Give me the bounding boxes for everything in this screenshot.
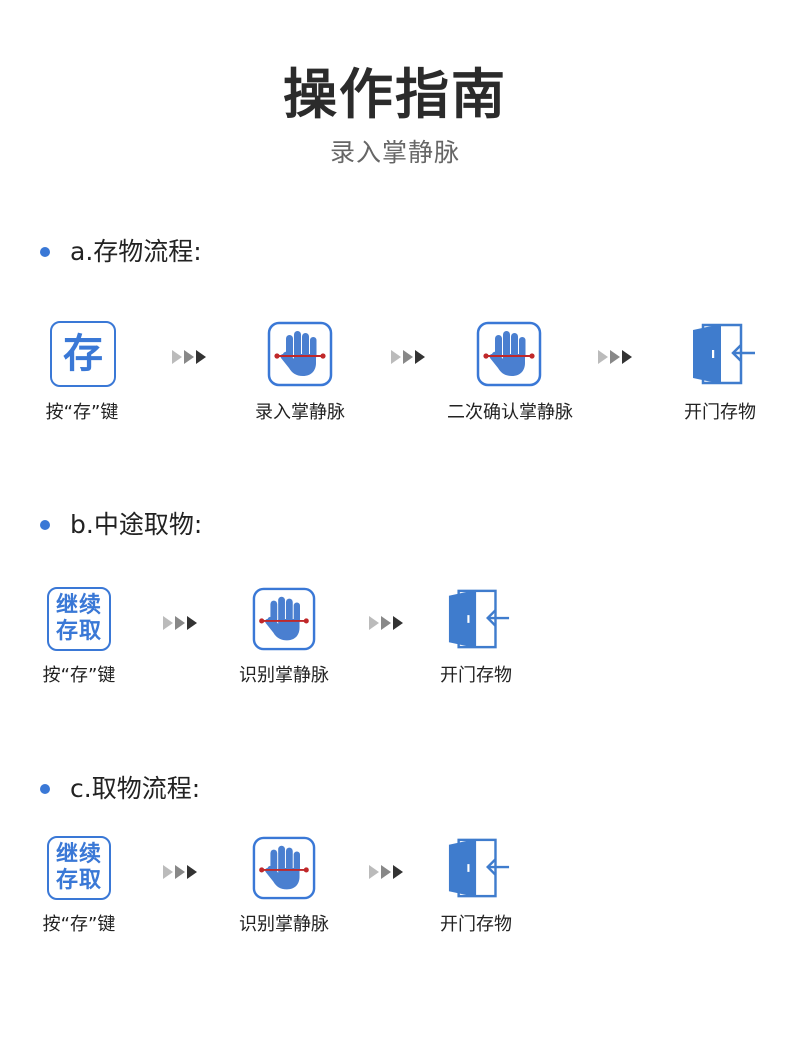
flow-arrow-icon (163, 616, 199, 630)
flow-arrow-icon (369, 865, 405, 879)
bullet-icon (40, 520, 50, 530)
section-header-deposit: a.存物流程: (40, 236, 202, 268)
step-label: 开门存物 (440, 665, 512, 686)
continue-key-text-bottom: 存取 (55, 619, 102, 644)
page-subtitle: 录入掌静脉 (329, 138, 460, 167)
section-header-midway: b.中途取物: (40, 509, 202, 541)
continue-key-text-top: 继续 (55, 842, 102, 867)
bullet-icon (40, 247, 50, 257)
deposit-key-icon: 存 (50, 321, 116, 387)
section-title: c.取物流程: (70, 774, 201, 803)
palm-scan-icon (267, 321, 333, 387)
door-open-icon (688, 321, 760, 387)
section-header-retrieve: c.取物流程: (40, 773, 200, 805)
step-label: 按“存”键 (42, 665, 116, 686)
flow-arrow-icon (598, 350, 634, 364)
palm-scan-icon (252, 836, 316, 900)
door-open-icon (444, 587, 514, 651)
flow-arrow-icon (172, 350, 208, 364)
step-label: 识别掌静脉 (239, 665, 329, 686)
bullet-icon (40, 784, 50, 794)
step-label: 开门存物 (440, 914, 512, 935)
step-label: 二次确认掌静脉 (447, 402, 573, 423)
continue-deposit-key-icon: 继续 存取 (47, 836, 111, 900)
flow-arrow-icon (391, 350, 427, 364)
door-open-icon (444, 836, 514, 900)
step-label: 录入掌静脉 (255, 402, 345, 423)
section-title: b.中途取物: (70, 510, 203, 539)
continue-key-text-bottom: 存取 (55, 868, 102, 893)
palm-scan-icon (476, 321, 542, 387)
step-label: 按“存”键 (45, 402, 119, 423)
continue-deposit-key-icon: 继续 存取 (47, 587, 111, 651)
flow-arrow-icon (163, 865, 199, 879)
step-label: 开门存物 (684, 402, 756, 423)
palm-scan-icon (252, 587, 316, 651)
flow-arrow-icon (369, 616, 405, 630)
deposit-key-text: 存 (63, 331, 103, 377)
page-title: 操作指南 (283, 63, 507, 126)
step-label: 按“存”键 (42, 914, 116, 935)
section-title: a.存物流程: (70, 237, 202, 266)
step-label: 识别掌静脉 (239, 914, 329, 935)
continue-key-text-top: 继续 (55, 593, 102, 618)
